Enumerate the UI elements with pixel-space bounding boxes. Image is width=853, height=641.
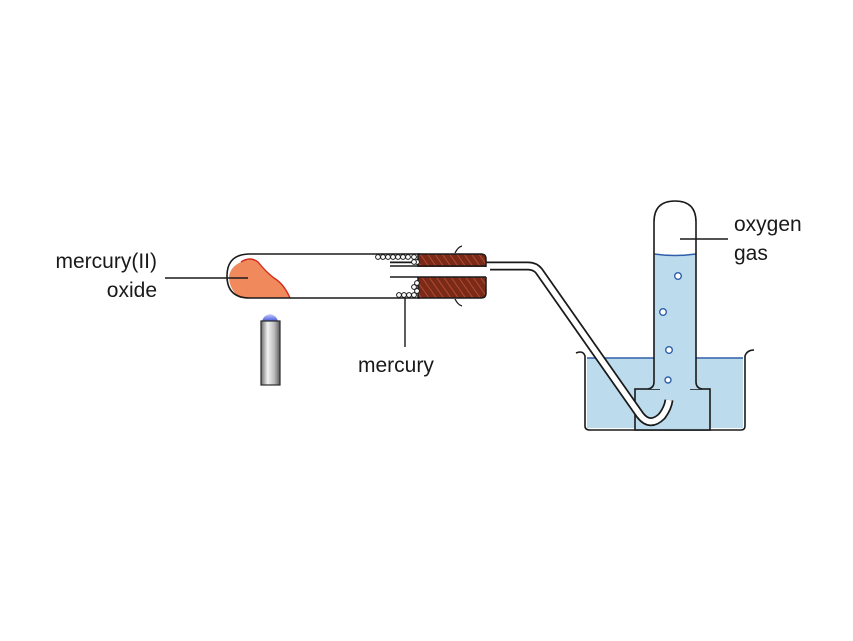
- tube-outline: [226, 253, 420, 299]
- gas-jar-water: [650, 255, 700, 389]
- burner-barrel: [260, 320, 281, 386]
- bubble: [665, 346, 674, 355]
- flame-icon: [262, 314, 278, 321]
- bubble: [664, 376, 672, 384]
- label-oxygen-line1: oxygen: [734, 213, 802, 236]
- mercury-oxide-solid: [229, 259, 290, 298]
- label-mercury: mercury: [358, 354, 434, 377]
- bubbles: [659, 272, 683, 384]
- mercury-droplets: [375, 254, 420, 298]
- boiling-tube: [226, 253, 420, 299]
- bunsen-burner: [260, 314, 281, 386]
- label-oxygen-line2: gas: [734, 242, 768, 265]
- delivery-tube: [390, 261, 674, 427]
- gas-jar: [647, 200, 703, 391]
- gas-jar-outline: [647, 200, 703, 390]
- gas-jar-water-surface: [653, 253, 697, 257]
- stopper: [390, 245, 490, 307]
- label-mercury-oxide-line2: oxide: [107, 279, 157, 302]
- bubble: [674, 272, 683, 281]
- bubble: [659, 308, 668, 317]
- label-mercury-oxide-line1: mercury(II): [56, 250, 158, 273]
